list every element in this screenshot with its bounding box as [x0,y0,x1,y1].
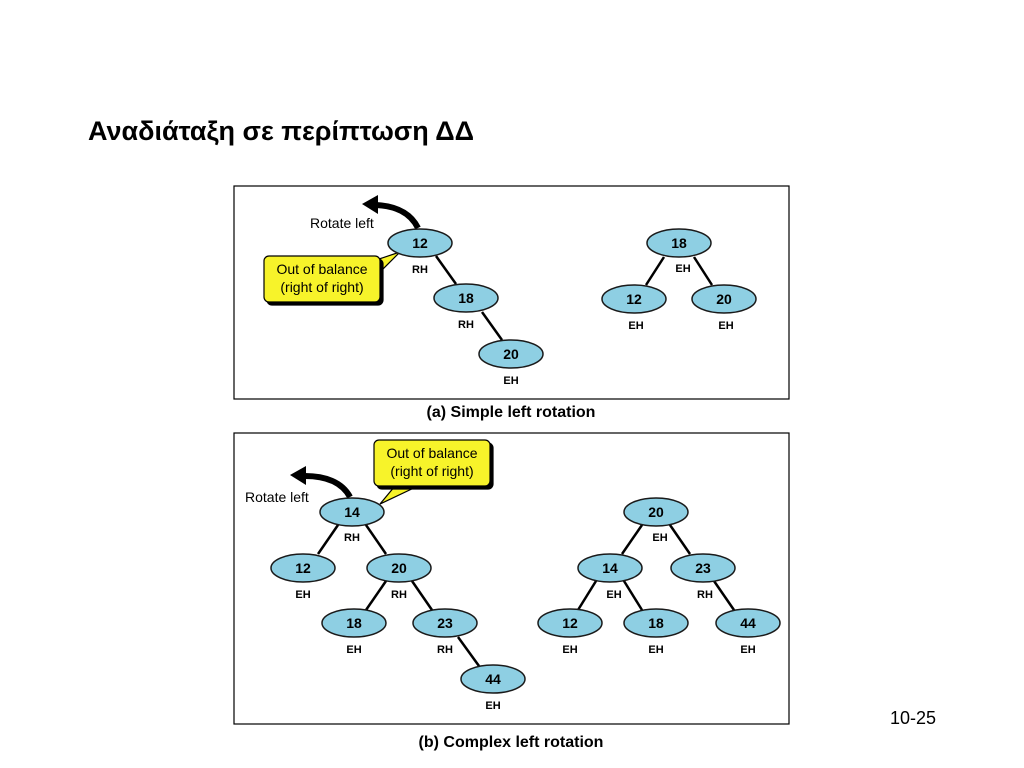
out-of-balance-callout: Out of balance (right of right) [263,251,401,303]
tree-node: 12 EH [601,284,667,332]
edge [410,580,434,611]
panel-a-after-edges [644,256,714,286]
tree-node: 18 EH [321,608,387,656]
tree-node: 20 RH [366,553,432,601]
rotate-left-arrow-icon [290,466,353,499]
tree-node: 44 EH [460,664,526,712]
node-balance: EH [740,644,755,656]
edge [712,580,736,611]
callout-line-2: (right of right) [390,463,473,479]
node-key: 12 [295,560,311,576]
node-key: 12 [626,291,642,307]
rotate-left-label: Rotate left [245,489,309,505]
tree-node: 23 RH [670,553,736,601]
edge [480,311,504,341]
edge [692,256,714,286]
node-balance: RH [437,644,453,656]
tree-node: 20 EH [478,339,544,387]
node-balance: EH [718,320,733,332]
edge [668,524,692,555]
callout-line-1: Out of balance [386,445,477,461]
node-balance: RH [391,589,407,601]
node-balance: EH [485,700,500,712]
panel-a-caption: (a) Simple left rotation [427,404,596,421]
node-key: 18 [458,290,474,306]
node-balance: RH [458,319,474,331]
panel-b-caption: (b) Complex left rotation [419,734,604,751]
node-key: 14 [344,504,360,520]
callout-line-2: (right of right) [280,279,363,295]
node-key: 20 [391,560,407,576]
tree-node: 23 RH [412,608,478,656]
out-of-balance-callout: Out of balance (right of right) [373,439,491,505]
panel-b-before-edges [316,524,481,667]
node-key: 44 [485,671,501,687]
node-balance: EH [346,644,361,656]
node-key: 12 [412,235,428,251]
node-key: 12 [562,615,578,631]
tree-node: 20 EH [623,497,689,544]
node-balance: RH [344,532,360,544]
tree-node: 14 EH [577,553,643,601]
edge [434,255,458,285]
panel-b: Rotate left Out of balance (right of rig… [233,432,790,751]
panel-b-after-edges [576,524,736,611]
panel-a: Rotate left Out of balance (right of rig… [233,185,790,421]
panel-a-before-edges [434,255,504,341]
rotate-left-arrow-icon [362,195,421,230]
tree-node: 44 EH [715,608,781,656]
node-balance: EH [295,589,310,601]
page-number: 10-25 [889,708,936,728]
node-key: 18 [671,235,687,251]
tree-node: 18 RH [433,283,499,331]
node-key: 14 [602,560,618,576]
edge [456,636,481,667]
node-key: 20 [716,291,732,307]
tree-node: 12 RH [387,228,453,276]
edge [316,524,340,555]
tree-node: 12 EH [537,608,603,656]
edge [364,524,388,555]
node-balance: EH [648,644,663,656]
rotate-left-label: Rotate left [310,215,374,231]
node-balance: RH [412,264,428,276]
slide-title: Αναδιάταξη σε περίπτωση ΔΔ [88,116,475,146]
tree-node: 12 EH [270,553,336,601]
callout-line-1: Out of balance [276,261,367,277]
node-balance: EH [562,644,577,656]
edge [622,580,644,611]
tree-node: 18 EH [646,228,712,275]
node-key: 44 [740,615,756,631]
tree-node: 20 EH [691,284,757,332]
tree-node: 14 RH [319,497,385,544]
edge [644,256,666,286]
node-key: 23 [437,615,453,631]
node-key: 18 [648,615,664,631]
node-balance: EH [675,263,690,275]
node-balance: EH [503,375,518,387]
node-key: 23 [695,560,711,576]
node-balance: EH [606,589,621,601]
tree-node: 18 EH [623,608,689,656]
edge [576,580,598,611]
node-key: 20 [503,346,519,362]
edge [364,580,388,611]
node-balance: RH [697,589,713,601]
node-balance: EH [628,320,643,332]
node-key: 18 [346,615,362,631]
node-key: 20 [648,504,664,520]
edge [620,524,644,555]
node-balance: EH [652,532,667,544]
